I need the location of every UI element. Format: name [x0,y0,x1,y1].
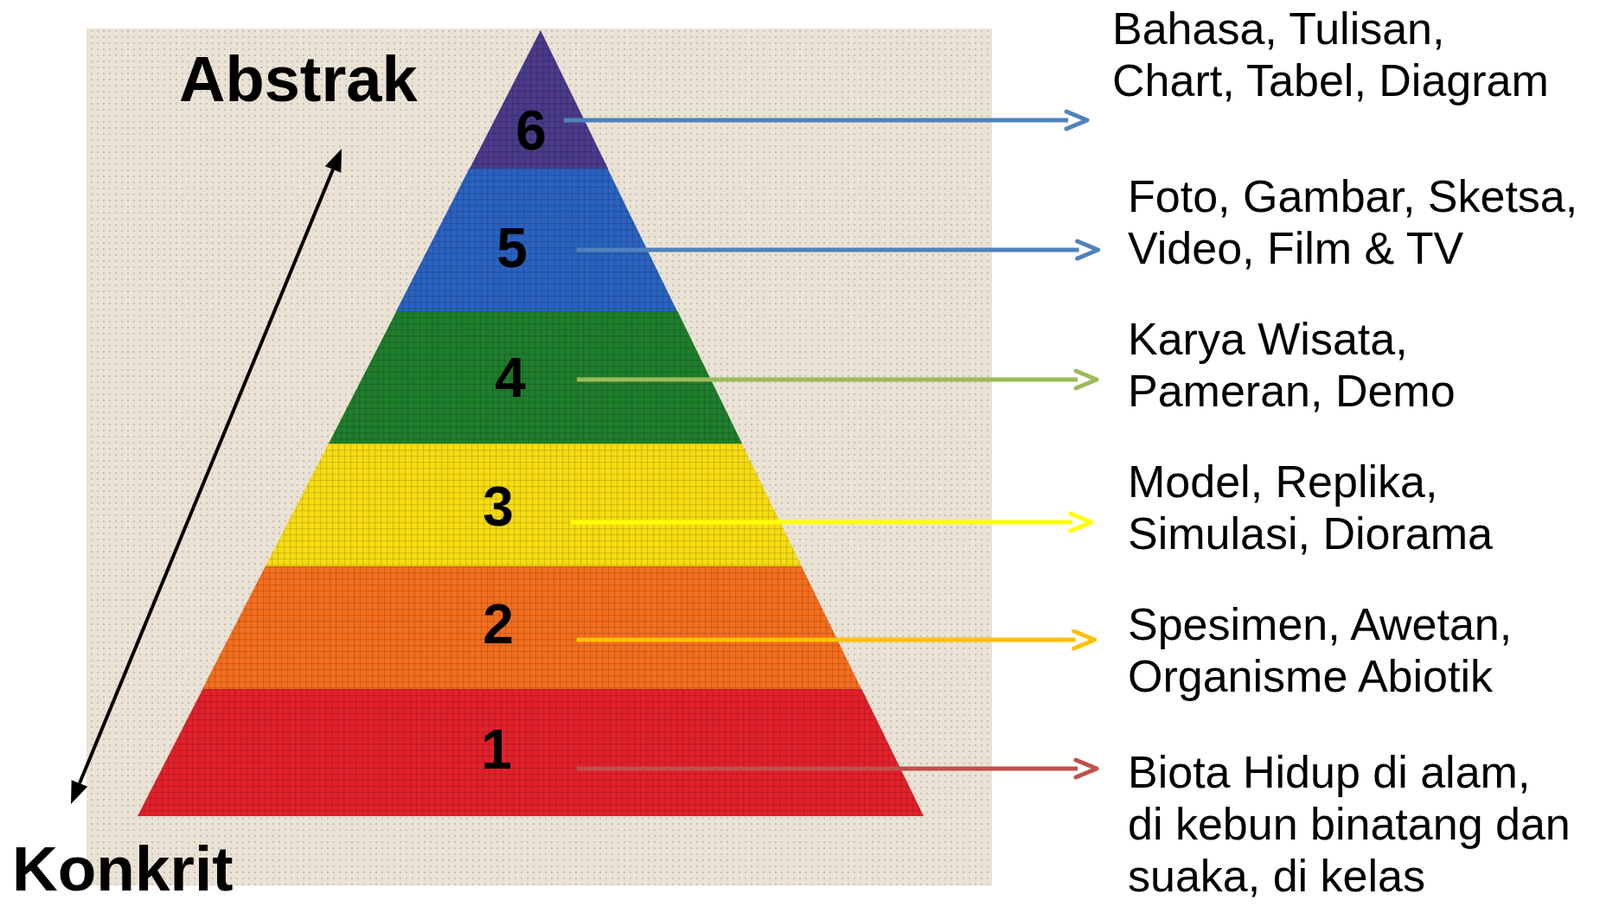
leader-arrow [563,111,1088,129]
number-slot: 5 [468,213,556,283]
pyramid-band: 2 [202,566,862,690]
leader-arrow [576,760,1097,778]
band-stitch [469,30,608,169]
leader-arrow [576,371,1097,389]
level-number: 1 [480,722,512,778]
label-slot: Karya Wisata, Pameran, Demo [1127,313,1591,418]
pyramid-band: 5 [396,168,678,312]
band-stitch [202,566,862,690]
band-fill [137,689,924,817]
label-slot: Biota Hidup di alam, di kebun binatang d… [1127,747,1575,903]
band-fill [265,443,802,567]
band-fill [396,168,678,312]
cloth [86,28,992,886]
band-stitch [396,168,678,312]
media-description: Spesimen, Awetan, Organisme Abiotik [1127,599,1591,704]
media-description: Model, Replika, Simulasi, Diorama [1127,456,1591,561]
band-fill [202,566,862,690]
pyramid-band: 6 [469,30,608,169]
leader-arrow [576,631,1095,649]
level-number: 6 [515,102,547,159]
band-fill [469,30,608,169]
media-description: Karya Wisata, Pameran, Demo [1127,313,1591,418]
band-shape [396,168,678,312]
label-slot: Konkrit [12,837,272,901]
band-stitch [137,689,924,817]
axis-label: Abstrak [179,47,456,112]
leader-arrow [570,513,1092,532]
media-description: Foto, Gambar, Sketsa, Video, Film & TV [1127,171,1591,276]
axis-label: Konkrit [12,837,272,901]
band-shape [328,311,743,444]
level-number: 3 [482,479,514,535]
label-slot: Spesimen, Awetan, Organisme Abiotik [1127,599,1591,704]
leader-arrow [576,241,1099,259]
level-number: 2 [482,596,514,653]
label-slot: Model, Replika, Simulasi, Diorama [1127,456,1591,561]
number-slot: 2 [454,589,542,660]
media-description: Biota Hidup di alam, di kebun binatang d… [1127,747,1575,903]
band-shape [202,566,862,690]
level-number: 4 [494,350,526,406]
band-stitch [265,443,802,567]
media-description: Bahasa, Tulisan, Chart, Tabel, Diagram [1112,3,1567,108]
label-slot: Abstrak [179,47,456,112]
number-slot: 6 [487,96,575,166]
level-number: 5 [496,220,528,276]
pyramid-band: 3 [265,443,802,567]
number-slot: 3 [454,472,542,542]
label-slot: Foto, Gambar, Sketsa, Video, Film & TV [1127,171,1591,276]
label-slot: Bahasa, Tulisan, Chart, Tabel, Diagram [1112,3,1567,108]
number-slot: 4 [467,343,554,413]
pyramid-band: 1 [137,689,924,817]
number-slot: 1 [453,715,540,785]
band-shape [265,443,802,567]
pyramid-band: 4 [328,311,743,444]
band-shape [137,689,924,817]
